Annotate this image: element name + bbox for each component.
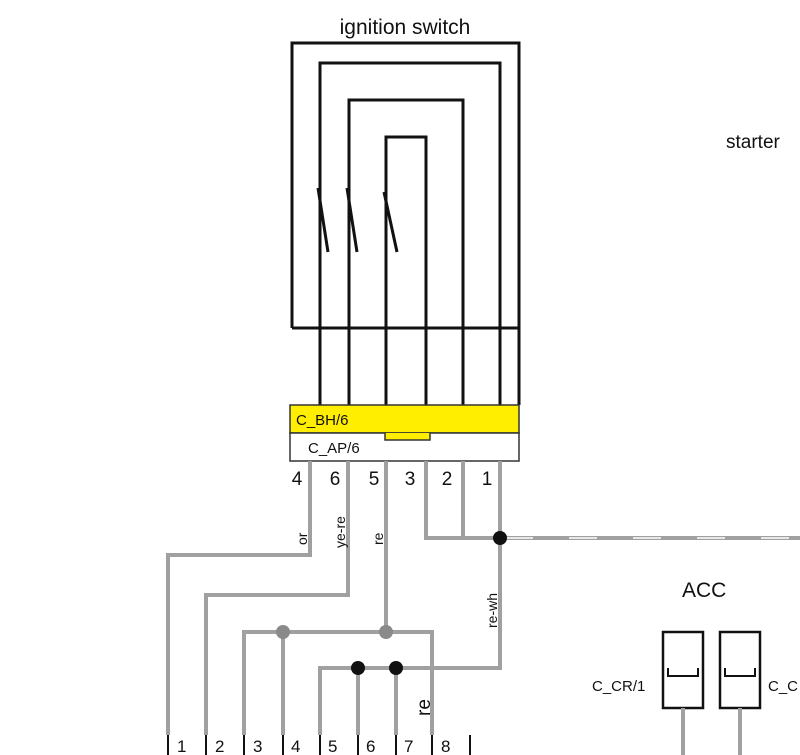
acc-connector-1-label: C_CR/1 (592, 678, 645, 695)
junction-dot (389, 661, 403, 675)
wire-label-or: or (294, 532, 310, 545)
terminal-label: 6 (366, 737, 375, 755)
wires (166, 461, 800, 735)
terminal-label: 5 (328, 737, 337, 755)
wire-bus (424, 461, 800, 540)
junction-dot (493, 531, 507, 545)
junction-dot (379, 625, 393, 639)
acc-connector-1 (661, 630, 705, 755)
junction-dot (351, 661, 365, 675)
starter-label: starter (726, 132, 781, 153)
switch-frame-outer (290, 41, 521, 405)
junction-dot (276, 625, 290, 639)
pin-label: 4 (292, 469, 303, 490)
terminal-label: 4 (291, 737, 300, 755)
switch-blade-1 (316, 187, 330, 253)
terminal-label: 3 (253, 737, 262, 755)
acc-connector-2 (718, 630, 762, 755)
wire-label-re-lower: re (414, 699, 435, 716)
pin-label: 6 (330, 469, 341, 490)
switch-frame-inner (384, 135, 428, 405)
connector-top-label: C_BH/6 (296, 412, 349, 429)
wire-ye-re (204, 461, 350, 735)
terminal-label: 2 (215, 737, 224, 755)
terminal-label: 7 (404, 737, 413, 755)
connector-bottom-label: C_AP/6 (308, 440, 360, 457)
wire-label-re-wh: re-wh (484, 593, 500, 628)
pin-numbers: 4 6 5 3 2 1 (292, 469, 493, 490)
wire-or (166, 461, 312, 735)
wire-label-ye-re: ye-re (332, 516, 348, 548)
switch-frame-3 (347, 98, 465, 405)
connector-key (384, 433, 431, 441)
switch-blade-2 (345, 187, 359, 253)
pin-label: 1 (482, 469, 493, 490)
wire-re-wh (318, 461, 502, 735)
pin-label: 3 (405, 469, 416, 490)
terminal-label: 8 (441, 737, 450, 755)
pin-label: 2 (442, 469, 453, 490)
wire-labels: or ye-re re re-wh re (294, 516, 500, 716)
terminal-numbers: 1 2 3 4 5 6 7 8 (177, 737, 450, 755)
switch-blade-3 (382, 191, 399, 253)
terminal-label: 1 (177, 737, 186, 755)
ignition-switch-body (290, 41, 521, 405)
wire-label-re: re (370, 532, 386, 545)
wire-re (242, 461, 388, 735)
ignition-switch-title: ignition switch (340, 16, 471, 39)
pin-label: 5 (369, 469, 380, 490)
terminal-strip (167, 735, 471, 755)
wire-branch-8 (386, 630, 434, 735)
connector-block (289, 404, 520, 462)
acc-connector-2-label: C_C (768, 678, 798, 695)
acc-label: ACC (682, 579, 726, 602)
junctions (276, 531, 507, 675)
switch-frame-2 (318, 61, 502, 405)
